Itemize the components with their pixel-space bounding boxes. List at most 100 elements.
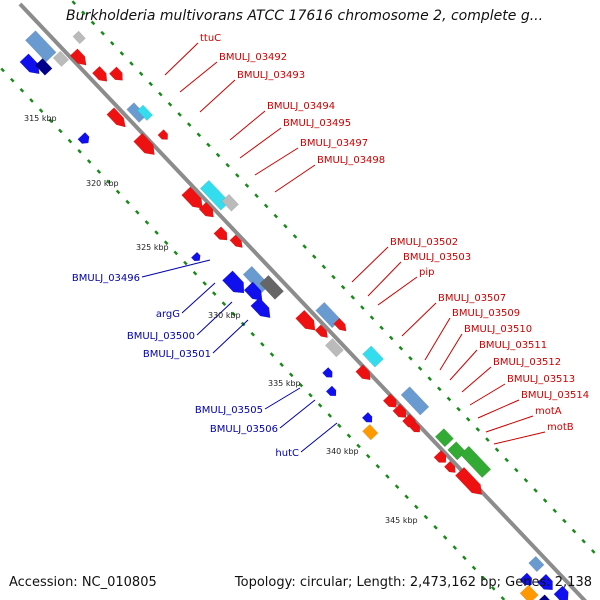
track-dot: [562, 518, 567, 524]
gene-feature[interactable]: [72, 30, 86, 45]
gene-label[interactable]: motB: [547, 422, 574, 433]
gene-feature[interactable]: [528, 555, 545, 573]
track-dot: [288, 372, 294, 378]
gene-label[interactable]: motA: [535, 406, 562, 417]
gene-feature[interactable]: [382, 393, 397, 408]
gene-feature[interactable]: [133, 132, 155, 156]
gene-feature[interactable]: [157, 129, 169, 140]
gene-feature[interactable]: [362, 345, 384, 368]
gene-feature[interactable]: [25, 30, 57, 63]
label-connectors: [141, 42, 546, 453]
gene-label[interactable]: argG: [156, 309, 180, 320]
gene-feature[interactable]: [243, 281, 263, 301]
track-dot: [231, 311, 236, 317]
gene-feature[interactable]: [199, 179, 230, 211]
gene-feature[interactable]: [19, 53, 40, 75]
gene-feature[interactable]: [519, 584, 539, 600]
track-dot: [211, 291, 217, 296]
track-dot: [19, 87, 25, 93]
gene-feature[interactable]: [454, 466, 482, 495]
gene-label[interactable]: BMULJ_03511: [479, 340, 547, 351]
gene-feature[interactable]: [229, 234, 243, 248]
gene-feature[interactable]: [108, 66, 123, 81]
gene-label[interactable]: BMULJ_03493: [237, 70, 305, 81]
gene-feature[interactable]: [77, 131, 90, 144]
gene-label[interactable]: hutC: [275, 448, 299, 459]
gene-label[interactable]: BMULJ_03510: [464, 324, 532, 335]
gene-feature[interactable]: [314, 324, 328, 338]
gene-feature[interactable]: [434, 428, 454, 448]
gene-label[interactable]: BMULJ_03498: [317, 155, 385, 166]
gene-feature[interactable]: [519, 572, 533, 586]
gene-feature[interactable]: [443, 460, 456, 473]
track-dot: [398, 345, 404, 351]
gene-feature[interactable]: [362, 424, 379, 441]
gene-feature[interactable]: [181, 186, 203, 209]
track-dot: [0, 67, 5, 73]
gene-feature[interactable]: [409, 421, 421, 433]
track-dot: [456, 406, 461, 412]
gene-feature[interactable]: [213, 226, 228, 241]
gene-feature[interactable]: [537, 594, 555, 600]
gene-feature[interactable]: [400, 386, 430, 416]
gene-label[interactable]: BMULJ_03503: [403, 252, 471, 263]
gene-feature[interactable]: [459, 445, 492, 479]
track-dot: [408, 356, 413, 361]
gene-label[interactable]: BMULJ_03513: [507, 374, 575, 385]
gene-label[interactable]: BMULJ_03500: [127, 331, 195, 342]
gene-feature[interactable]: [190, 251, 201, 262]
track-dot: [81, 10, 86, 16]
track-dot: [129, 61, 134, 66]
gene-feature[interactable]: [250, 297, 271, 319]
gene-feature[interactable]: [259, 274, 284, 300]
label-connector: [461, 366, 492, 393]
gene-feature[interactable]: [315, 301, 342, 329]
gene-label[interactable]: BMULJ_03501: [143, 349, 211, 360]
track-dot: [375, 463, 381, 469]
gene-feature[interactable]: [222, 270, 245, 294]
gene-feature[interactable]: [325, 385, 337, 397]
track-dot: [465, 416, 471, 422]
track-dot: [148, 81, 154, 87]
gene-feature[interactable]: [333, 317, 347, 332]
gene-feature[interactable]: [91, 65, 108, 82]
gene-label[interactable]: BMULJ_03495: [283, 118, 351, 129]
label-connector: [254, 147, 299, 176]
track-dot: [225, 162, 230, 168]
gene-feature[interactable]: [295, 309, 316, 331]
gene-label[interactable]: BMULJ_03496: [72, 273, 140, 284]
gene-label[interactable]: BMULJ_03502: [390, 237, 458, 248]
gene-feature[interactable]: [355, 364, 371, 381]
gene-feature[interactable]: [322, 367, 333, 378]
gene-feature[interactable]: [433, 450, 447, 463]
gene-feature[interactable]: [106, 107, 126, 128]
gene-label[interactable]: pip: [419, 267, 434, 278]
gene-label[interactable]: BMULJ_03497: [300, 138, 368, 149]
gene-feature[interactable]: [34, 57, 53, 76]
gene-feature[interactable]: [52, 50, 70, 68]
track-dot: [485, 437, 490, 442]
track-dot: [135, 209, 140, 215]
gene-label[interactable]: BMULJ_03494: [267, 101, 335, 112]
gene-label[interactable]: BMULJ_03509: [452, 308, 520, 319]
gene-label[interactable]: BMULJ_03506: [210, 424, 278, 435]
gene-feature[interactable]: [392, 403, 407, 418]
gene-feature[interactable]: [198, 201, 214, 218]
gene-feature[interactable]: [553, 585, 569, 600]
gene-feature[interactable]: [536, 573, 553, 591]
gene-label[interactable]: BMULJ_03514: [521, 390, 589, 401]
track-dot: [279, 362, 284, 367]
track-dot: [571, 528, 577, 534]
gene-feature[interactable]: [221, 193, 239, 212]
gene-label[interactable]: BMULJ_03505: [195, 405, 263, 416]
gene-feature[interactable]: [324, 338, 344, 358]
gene-label[interactable]: BMULJ_03492: [219, 52, 287, 63]
gene-feature[interactable]: [69, 48, 87, 66]
gene-label[interactable]: ttuC: [200, 33, 221, 44]
gene-feature[interactable]: [361, 411, 373, 423]
gene-feature[interactable]: [136, 104, 154, 121]
gene-label[interactable]: BMULJ_03507: [438, 293, 506, 304]
track-dot: [308, 392, 313, 398]
gene-label[interactable]: BMULJ_03512: [493, 357, 561, 368]
